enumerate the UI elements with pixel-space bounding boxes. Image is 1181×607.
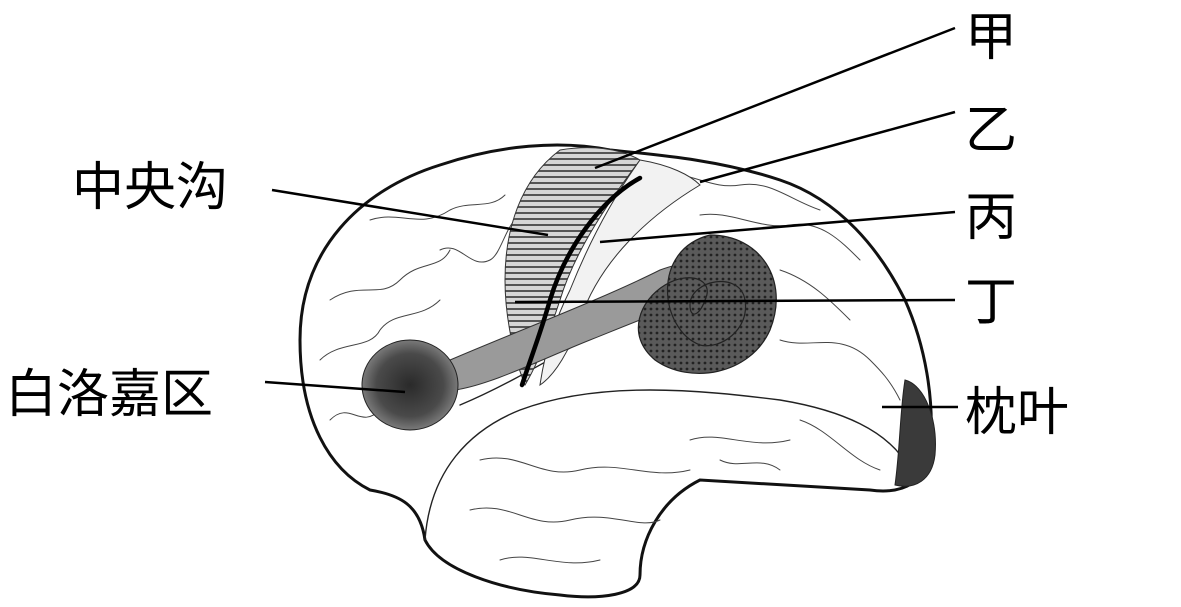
leader-ding [514,298,956,304]
central-sulcus-line [519,175,643,388]
wernicke-region [637,234,777,374]
somatosensory-region [539,159,701,387]
label-occipital-lobe: 枕叶 [965,383,1069,443]
leader-bing [599,210,956,244]
broca-area-region [361,339,459,431]
label-yi: 乙 [965,101,1017,161]
label-jia: 甲 [965,8,1017,68]
leader-lines [264,26,958,409]
leader-central-sulcus [271,188,549,237]
leader-yi [699,110,956,184]
label-bing: 丙 [965,188,1017,248]
leader-broca [264,380,406,394]
leader-jia [594,26,956,170]
label-ding: 丁 [965,273,1017,333]
label-central-sulcus: 中央沟 [72,158,228,218]
temporal-lobe-contour [424,389,911,541]
label-broca-area: 白洛嘉区 [5,365,213,425]
